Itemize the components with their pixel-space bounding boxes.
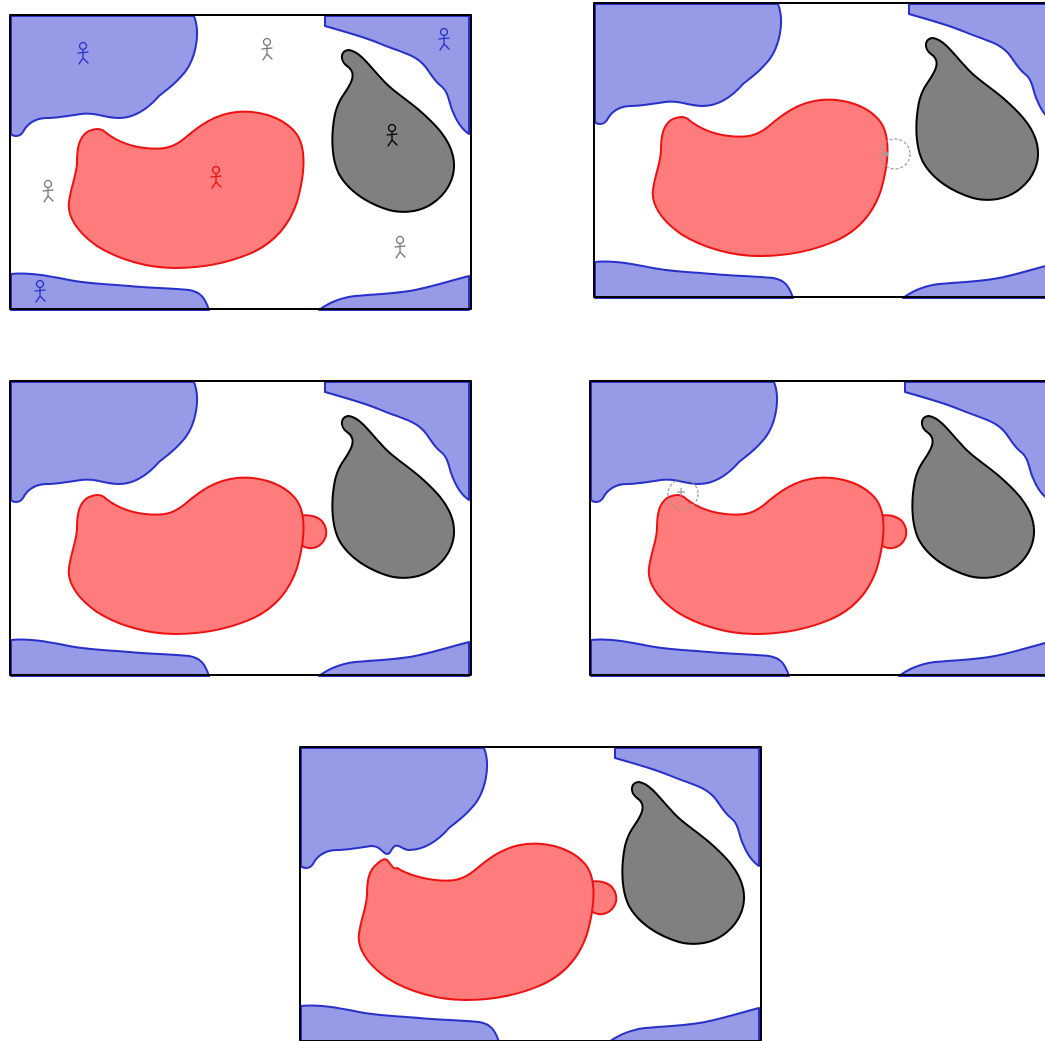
scene-panel-5	[299, 746, 763, 1041]
water-region-bottom-right	[903, 264, 1045, 298]
water-region-top-left	[595, 4, 781, 124]
scene-canvas	[593, 2, 1045, 300]
water-region-bottom-left	[11, 273, 209, 310]
water-region-bottom-left	[595, 261, 793, 298]
water-region-bottom-right	[319, 642, 469, 676]
water-region-bottom-right	[609, 1008, 759, 1041]
water-region-bottom-left	[11, 639, 209, 676]
water-region-bottom-right	[899, 642, 1045, 676]
scene-panel-4	[589, 380, 1045, 678]
scene-canvas	[9, 380, 473, 678]
water-region-top-left	[11, 382, 197, 502]
scene-canvas	[299, 746, 763, 1041]
water-region-bottom-left	[591, 639, 789, 676]
water-region-top-left	[591, 382, 777, 502]
red-region	[69, 478, 304, 634]
figure-gray-bottom-right	[395, 237, 405, 259]
figure-gray-left	[43, 181, 53, 203]
scene-canvas	[589, 380, 1045, 678]
scene-panel-2	[593, 2, 1045, 300]
water-region-bottom-left	[301, 1005, 499, 1041]
scene-panel-1	[9, 14, 473, 312]
water-region-top-left	[11, 16, 197, 136]
red-region	[653, 100, 888, 256]
red-region	[359, 844, 594, 1000]
scene-canvas	[9, 14, 473, 312]
water-region-top-left	[301, 748, 487, 868]
red-region	[649, 478, 884, 634]
scene-panel-3	[9, 380, 473, 678]
red-region	[69, 112, 304, 268]
water-region-bottom-right	[319, 276, 469, 310]
figure-gray-top-center	[262, 39, 272, 61]
